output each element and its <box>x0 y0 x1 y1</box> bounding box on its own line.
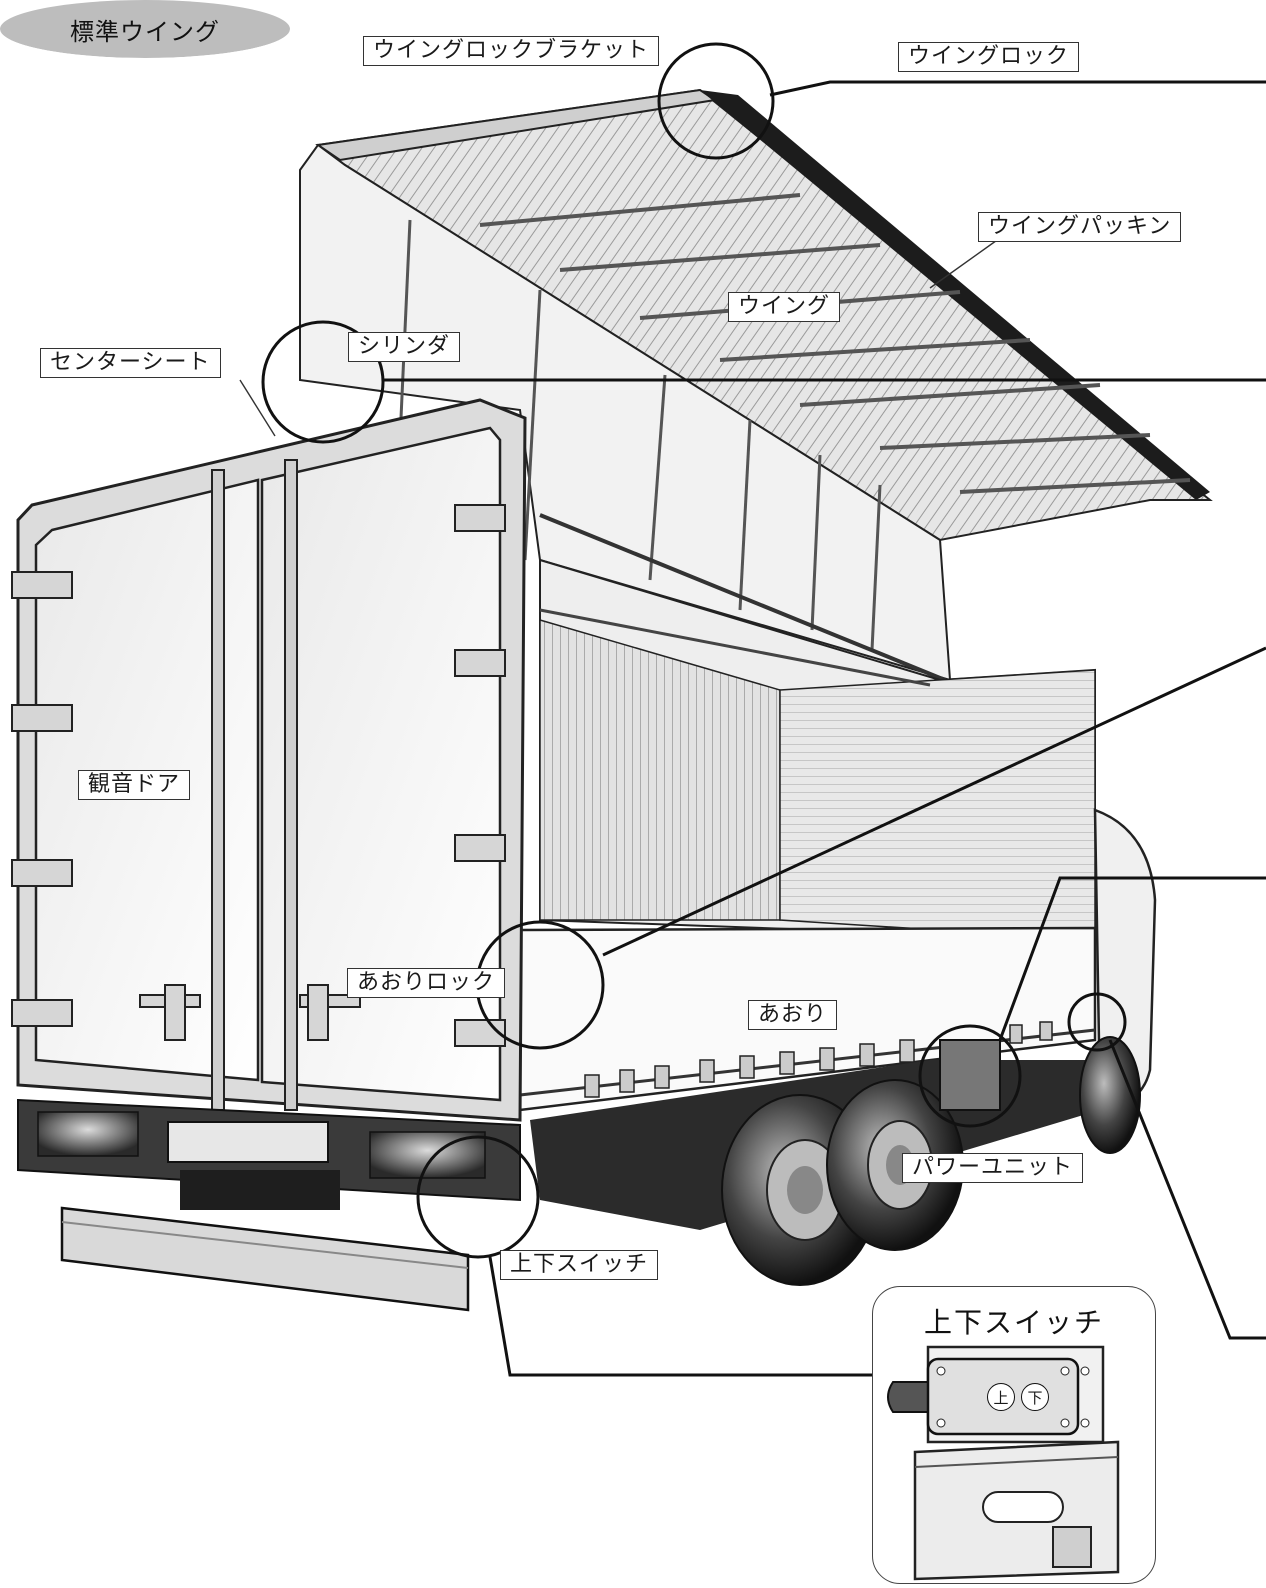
inset-title: 上下スイッチ <box>923 1306 1104 1339</box>
label-aori-lock: あおりロック <box>347 968 506 998</box>
switch-box-illustration <box>887 1345 1120 1581</box>
label-cylinder: シリンダ <box>348 332 461 362</box>
callout-power-unit <box>918 1024 1022 1128</box>
callout-wing-lock <box>657 42 775 160</box>
switch-down-label: 下 <box>1027 1388 1043 1407</box>
switch-button-down[interactable]: 下 <box>1021 1383 1049 1411</box>
label-wing-lock: ウイングロック <box>898 42 1080 72</box>
label-wing-packing: ウイングパッキン <box>978 212 1182 242</box>
callout-circles <box>261 42 1127 1259</box>
label-aori: あおり <box>748 1000 838 1030</box>
label-wing: ウイング <box>728 292 841 322</box>
switch-up-label: 上 <box>993 1388 1009 1407</box>
label-kannon-door: 観音ドア <box>78 770 191 800</box>
leader-lines <box>383 80 1266 1377</box>
rear-bumper <box>17 1098 521 1312</box>
diagram-title: 標準ウイング <box>70 17 220 46</box>
power-unit-box <box>939 1039 1001 1111</box>
diagram-title-badge: 標準ウイング <box>0 0 290 58</box>
label-wing-lock-bracket: ウイングロックブラケット <box>363 36 660 66</box>
front-wheel <box>1079 1036 1141 1154</box>
label-updown-switch: 上下スイッチ <box>500 1250 659 1280</box>
switch-button-up[interactable]: 上 <box>987 1383 1015 1411</box>
updown-switch-inset: 上下スイッチ 上 下 <box>872 1286 1156 1584</box>
rear-kannon-doors <box>11 398 527 1122</box>
callout-front-item <box>1067 992 1127 1052</box>
label-power-unit: パワーユニット <box>902 1153 1084 1183</box>
rear-wheels <box>721 1079 964 1286</box>
callout-cylinder <box>261 320 385 444</box>
label-center-sheet: センターシート <box>40 348 221 378</box>
callout-updown-switch <box>416 1135 540 1259</box>
